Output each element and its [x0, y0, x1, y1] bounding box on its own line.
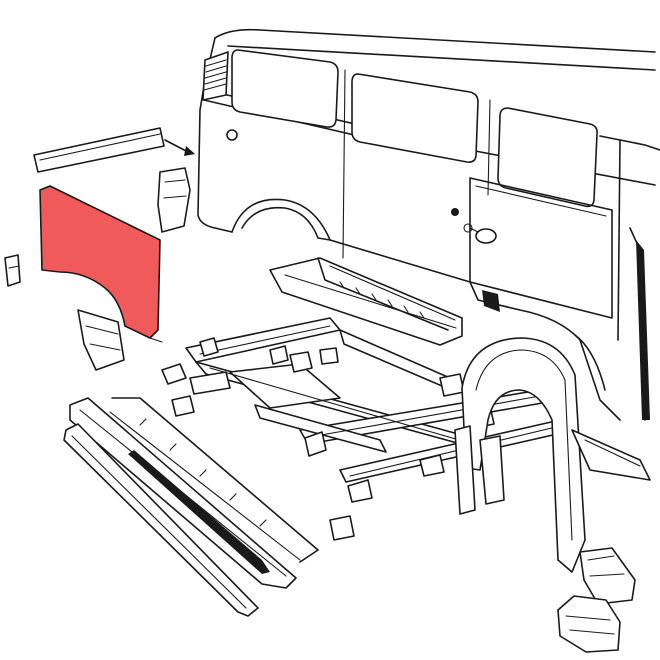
van-body: [197, 28, 660, 421]
jack-point-bracket: [579, 547, 636, 605]
inner-sill-strip: [63, 423, 270, 617]
wheel-arch-assembly: [454, 337, 651, 573]
sliding-door: [451, 177, 613, 319]
rear-quarter-panel: [39, 185, 163, 343]
small-bracket-left: [4, 254, 21, 287]
vent-louvres: [202, 51, 229, 101]
rocker-panel: [269, 257, 463, 346]
sill-clip-small: [171, 395, 373, 541]
corner-bracket: [157, 167, 191, 233]
fuel-cap-icon: [226, 129, 238, 141]
upper-rail: [33, 127, 195, 173]
lower-closing-panel: [77, 309, 125, 371]
step-bracket: [557, 595, 621, 653]
